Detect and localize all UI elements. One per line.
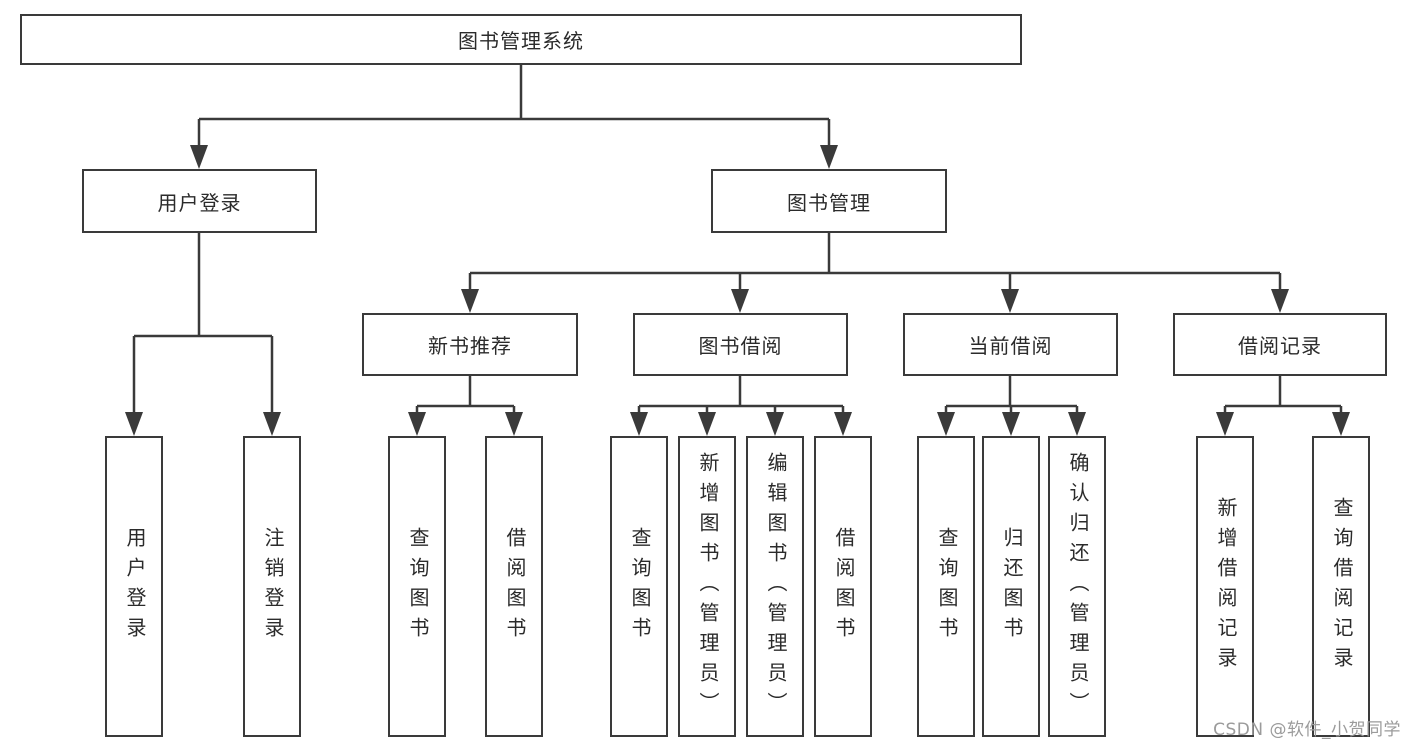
arrowheads (125, 145, 1350, 436)
arrow-icon (461, 289, 479, 313)
arrow-icon (1001, 289, 1019, 313)
arrow-icon (937, 412, 955, 436)
arrow-icon (1216, 412, 1234, 436)
leaf-cb-return-books: 归还图书 (982, 436, 1040, 737)
arrow-icon (820, 145, 838, 169)
leaf-bb-borrow-books: 借阅图书 (814, 436, 872, 737)
arrow-icon (698, 412, 716, 436)
tree-edges (132, 65, 1343, 416)
arrow-icon (125, 412, 143, 436)
arrow-icon (190, 145, 208, 169)
node-borrowing-records: 借阅记录 (1173, 313, 1387, 376)
node-new-book-recommend: 新书推荐 (362, 313, 578, 376)
leaf-nbr-query-books: 查询图书 (388, 436, 446, 737)
leaf-user-login: 用户登录 (105, 436, 163, 737)
leaf-bb-add-books-admin: 新增图书（管理员） (678, 436, 736, 737)
arrow-icon (1332, 412, 1350, 436)
node-user-login: 用户登录 (82, 169, 317, 233)
arrow-icon (731, 289, 749, 313)
leaf-br-add-record: 新增借阅记录 (1196, 436, 1254, 737)
leaf-logout-login: 注销登录 (243, 436, 301, 737)
arrow-icon (834, 412, 852, 436)
node-root-system: 图书管理系统 (20, 14, 1022, 65)
arrow-icon (408, 412, 426, 436)
arrow-icon (630, 412, 648, 436)
arrow-icon (1002, 412, 1020, 436)
node-current-borrowing: 当前借阅 (903, 313, 1118, 376)
arrow-icon (766, 412, 784, 436)
leaf-bb-query-books: 查询图书 (610, 436, 668, 737)
leaf-nbr-borrow-books: 借阅图书 (485, 436, 543, 737)
leaf-br-query-record: 查询借阅记录 (1312, 436, 1370, 737)
arrow-icon (505, 412, 523, 436)
arrow-icon (1068, 412, 1086, 436)
node-book-borrowing: 图书借阅 (633, 313, 848, 376)
node-book-management: 图书管理 (711, 169, 947, 233)
csdn-watermark: CSDN @软件_小贺同学 (1213, 720, 1401, 740)
arrow-icon (1271, 289, 1289, 313)
leaf-bb-edit-books-admin: 编辑图书（管理员） (746, 436, 804, 737)
leaf-cb-confirm-return-admin: 确认归还（管理员） (1048, 436, 1106, 737)
arrow-icon (263, 412, 281, 436)
leaf-cb-query-books: 查询图书 (917, 436, 975, 737)
